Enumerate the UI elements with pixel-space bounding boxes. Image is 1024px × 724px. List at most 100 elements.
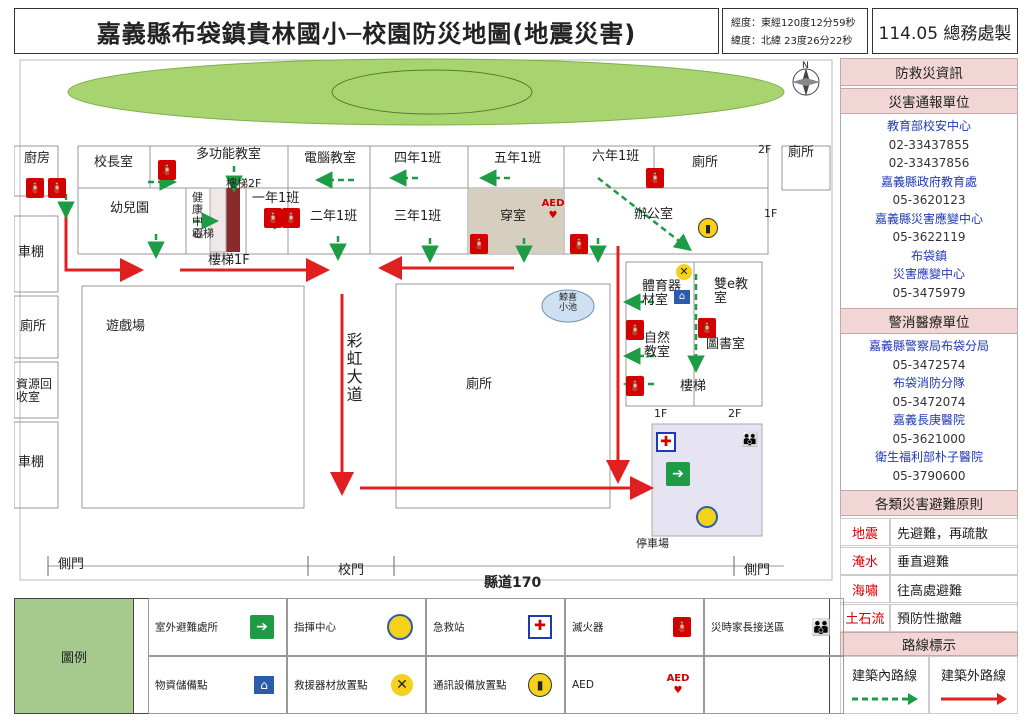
principal-label: 校長室 — [94, 155, 134, 170]
pond-label: 鯨喜小池 — [558, 293, 577, 313]
fire-extinguisher-icon: 🧯 — [282, 208, 300, 228]
floor-2f-right-label: 2F — [758, 143, 772, 156]
principle-disaster: 土石流 — [840, 603, 890, 632]
supply-depot-icon: ⌂ — [254, 676, 274, 694]
route-inside-arrow-icon — [851, 693, 918, 705]
contact-line: 05-3472074 — [892, 394, 966, 409]
stairs-1f-label: 樓梯1F — [208, 253, 250, 268]
play-area — [81, 285, 305, 509]
rescue-tools-icon: ✕ — [391, 674, 413, 696]
recycle-room — [14, 361, 59, 419]
library-label: 圖書室 — [706, 337, 746, 352]
legend-item-label: 物資儲備點 — [155, 679, 208, 692]
legend-item: 室外避難處所➔ — [148, 598, 287, 656]
compass-label: N — [802, 61, 809, 71]
principles-title: 各類災害避難原則 — [840, 490, 1018, 516]
legend-item-label: 救援器材放置點 — [294, 679, 368, 692]
principle-text: 預防性撤離 — [890, 603, 1018, 632]
fire-extinguisher-icon: 🧯 — [646, 168, 664, 188]
sports-room-label: 體育器材室 — [642, 279, 682, 309]
stairs-2f-label: 樓梯2F — [226, 177, 262, 190]
campus-map: N 廚房 校長室 多功能教室 電腦教室 四年1班 五年1班 六年1班 廁所 2F… — [14, 58, 838, 594]
contact-line: 05-3475979 — [892, 285, 966, 300]
contact-line: 教育部校安中心 — [886, 119, 971, 133]
contact-line: 布袋鎮 — [910, 248, 947, 263]
grade3-label: 三年1班 — [394, 209, 442, 224]
toilet-center-label: 廁所 — [466, 377, 493, 392]
principle-text: 先避難，再疏散 — [890, 518, 1018, 546]
contact-line: 布袋消防分隊 — [892, 376, 965, 390]
toilet-left-room — [14, 295, 59, 359]
playground-track — [331, 69, 533, 115]
side-title: 防救災資訊 — [840, 58, 1018, 86]
garage-top-room — [14, 215, 59, 293]
grade6-label: 六年1班 — [592, 149, 640, 164]
route-inside-label: 建築內路線 — [851, 669, 917, 684]
grade2-label: 二年1班 — [310, 209, 358, 224]
exit-icon: ➔ — [666, 462, 690, 486]
comm-device-icon: ▮ — [698, 218, 718, 238]
stairs-right-label: 樓梯 — [680, 379, 707, 394]
first-aid-icon: ✚ — [656, 432, 676, 452]
grade5-label: 五年1班 — [494, 151, 542, 166]
floor-1f-right-label: 1F — [764, 207, 778, 220]
contact-line: 02-33437855 — [888, 137, 970, 152]
rescue-tools-icon: ✕ — [676, 264, 692, 280]
legend-item: 急救站 ✚ — [426, 598, 565, 656]
legend-item-label: 急救站 — [433, 621, 465, 634]
legend-item: AED AED♥ — [565, 656, 704, 714]
legend-item: 通訊設備放置點▮ — [426, 656, 565, 714]
coordinates-box: 經度：東經120度12分59秒 緯度：北緯 23度26分22秒 — [722, 8, 868, 54]
fire-extinguisher-icon: 🧯 — [570, 234, 588, 254]
supply-depot-icon: ⌂ — [674, 290, 690, 304]
page-title: 嘉義縣布袋鎮貴林國小─校園防災地圖(地震災害) — [14, 8, 719, 54]
route-inside-cell: 建築內路線 — [840, 656, 929, 714]
playground-field — [67, 58, 785, 126]
legend-item: 救援器材放置點 ✕ — [287, 656, 426, 714]
longitude-text: 經度：東經120度12分59秒 — [731, 18, 856, 29]
fire-extinguisher-icon: 🧯 — [48, 178, 66, 198]
fire-extinguisher-icon: 🧯 — [264, 208, 282, 228]
pond-shape — [541, 289, 595, 323]
contact-line: 05-3790600 — [892, 468, 966, 483]
kitchen-label: 廚房 — [24, 151, 51, 166]
legend-item-label: 通訊設備放置點 — [433, 679, 507, 692]
first-aid-icon: ✚ — [528, 615, 552, 639]
floor-1f-bottom-label: 1F — [654, 407, 668, 420]
legend-empty-cell — [704, 656, 844, 714]
fire-extinguisher-icon: 🧯 — [673, 617, 691, 637]
legend-item-label: 滅火器 — [572, 621, 604, 634]
principle-disaster: 海嘯 — [840, 575, 890, 603]
garage-bottom-room — [14, 421, 59, 509]
county-road-label: 縣道170 — [484, 575, 542, 591]
contact-line: 嘉義縣政府教育處 — [880, 174, 977, 189]
contact-line: 05-3622119 — [892, 230, 966, 244]
principle-text: 往高處避難 — [890, 575, 1018, 603]
kindergarten-label: 幼兒園 — [110, 201, 150, 216]
grade1-label: 一年1班 — [252, 191, 300, 206]
toilet-right-room — [781, 145, 831, 191]
stairs-block — [226, 188, 240, 252]
legend-item-label: AED — [572, 679, 594, 691]
contact-line: 嘉義縣災害應變中心 — [874, 211, 983, 226]
garage-top-label: 車棚 — [18, 245, 45, 260]
route-outside-1 — [64, 216, 144, 282]
aed-icon: AED♥ — [666, 673, 690, 696]
elevator-block — [209, 187, 227, 253]
contact-line: 衛生福利部朴子醫院 — [874, 450, 983, 464]
principle-disaster: 淹水 — [840, 546, 890, 575]
legend-item-label: 室外避難處所 — [155, 621, 218, 634]
principle-disaster: 地震 — [840, 518, 890, 546]
campus-map-svg — [14, 58, 833, 581]
double-e-label: 雙e教室 — [714, 277, 748, 307]
multipurpose-label: 多功能教室 — [196, 147, 262, 162]
aed-icon: AED♥ — [541, 198, 565, 221]
latitude-text: 緯度：北緯 23度26分22秒 — [731, 36, 853, 47]
contact-line: 嘉義縣警察局布袋分局 — [868, 339, 989, 353]
toilet-left-label: 廁所 — [20, 319, 47, 334]
contact-line: 02-33437856 — [888, 156, 970, 170]
legend-item: 災時家長接送區👪 — [704, 598, 844, 656]
report-title: 災害通報單位 — [840, 88, 1018, 114]
route-outside-label: 建築外路線 — [940, 669, 1006, 684]
legend-title: 圖例 — [14, 598, 134, 714]
